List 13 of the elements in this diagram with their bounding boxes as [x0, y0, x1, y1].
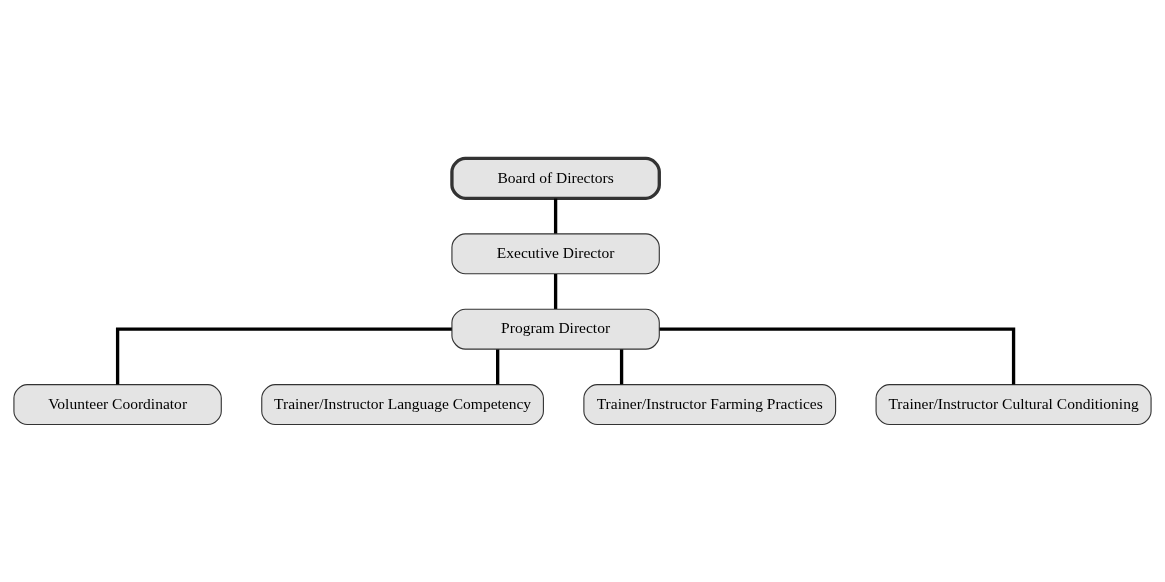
connector — [619, 348, 624, 384]
connector — [496, 348, 500, 384]
connector — [115, 327, 452, 384]
node-box: Trainer/Instructor Cultural Conditioning — [875, 383, 1152, 425]
node-box: Volunteer Coordinator — [13, 383, 222, 425]
node-box: Trainer/Instructor Farming Practices — [583, 383, 837, 425]
node-box: Board of Directors — [450, 156, 661, 200]
connector — [553, 273, 558, 309]
node-box: Trainer/Instructor Language Competency — [261, 383, 544, 425]
node-box: Executive Director — [451, 232, 660, 274]
connector — [659, 327, 1016, 384]
connector — [553, 198, 558, 234]
node-box: Program Director — [451, 308, 660, 350]
